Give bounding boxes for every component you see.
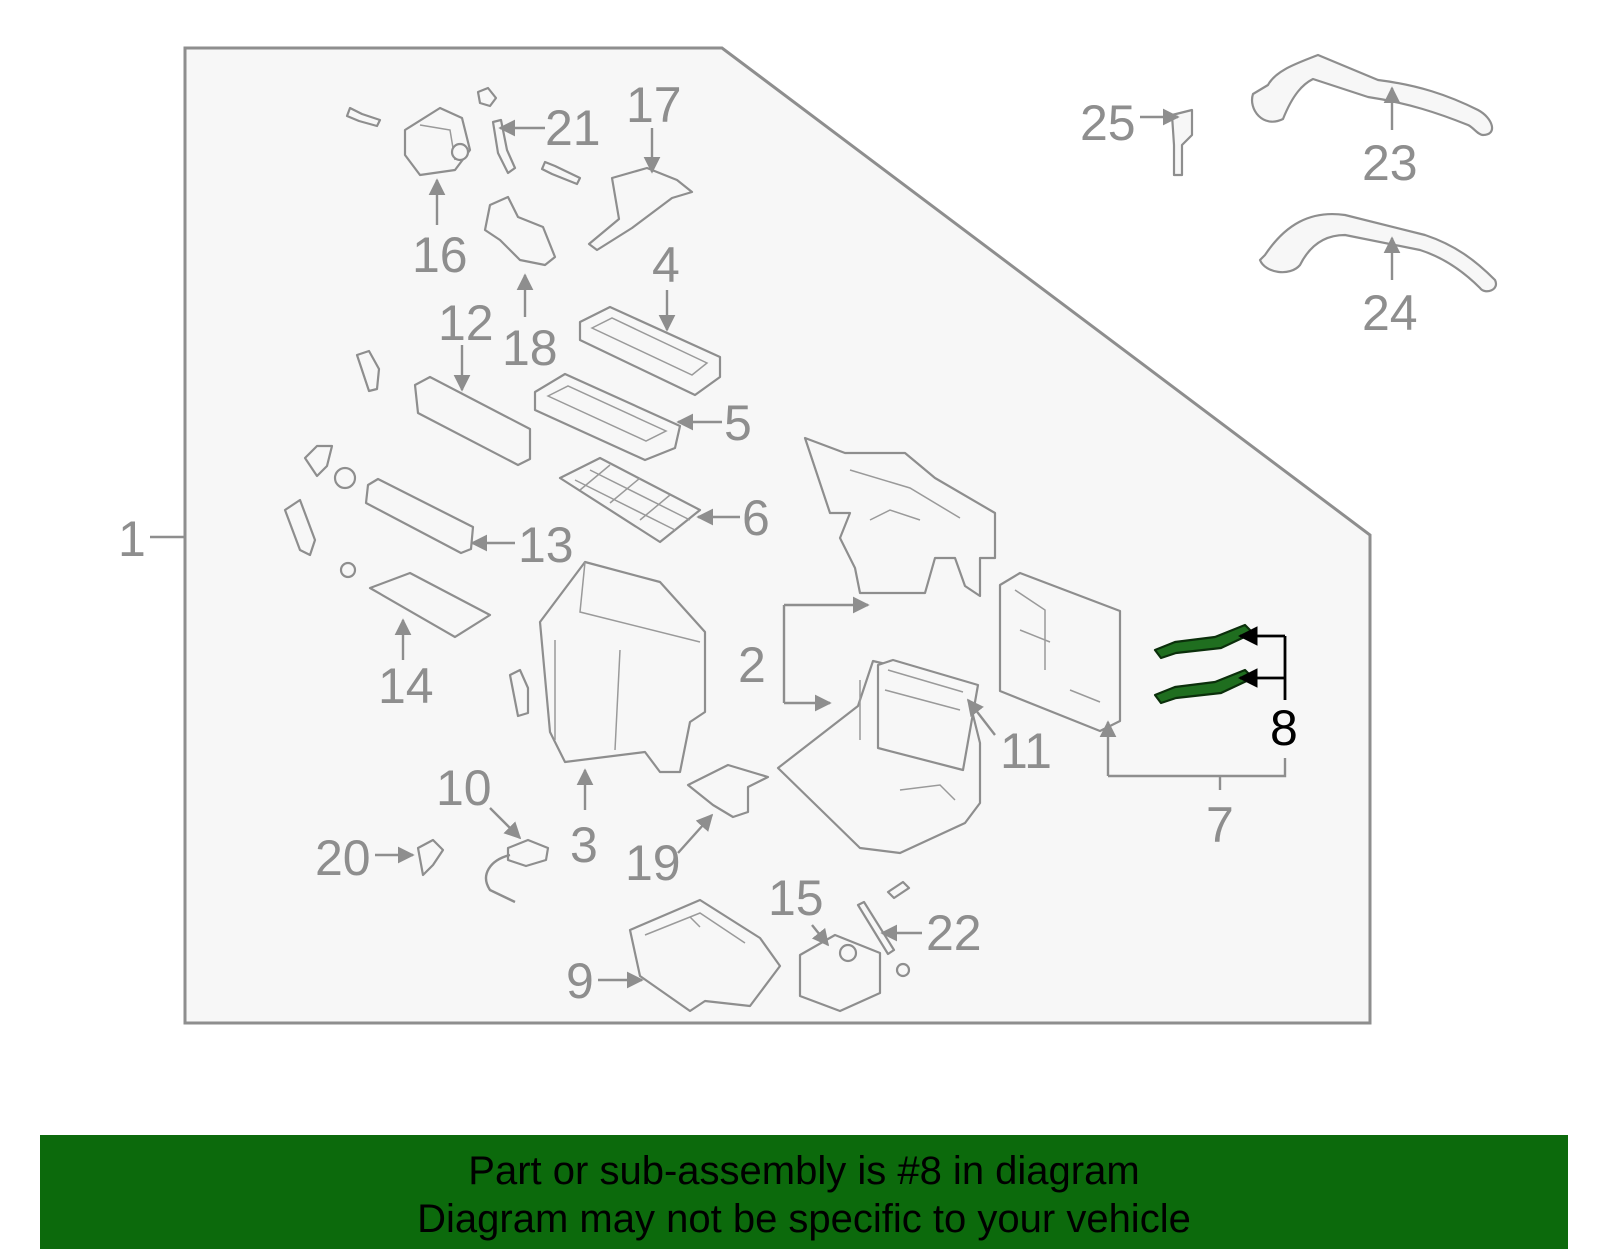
callout-18: 18	[502, 320, 558, 376]
part-11-heater-core	[876, 658, 980, 772]
callout-15: 15	[768, 870, 824, 926]
info-banner: Part or sub-assembly is #8 in diagram Di…	[40, 1135, 1568, 1249]
leader-19	[677, 813, 714, 854]
leader-2	[782, 596, 870, 712]
part-25-bracket	[1170, 108, 1194, 177]
part-23-duct	[1250, 53, 1494, 137]
callout-11: 11	[1000, 723, 1052, 779]
part-10-sensor	[484, 838, 550, 904]
callout-8: 8	[1270, 700, 1298, 756]
callout-12: 12	[438, 295, 494, 351]
leader-10	[489, 807, 522, 840]
callout-21: 21	[545, 100, 601, 156]
banner-line-2: Diagram may not be specific to your vehi…	[417, 1197, 1191, 1241]
part-9-blower	[628, 898, 782, 1013]
callout-19: 19	[625, 835, 681, 891]
part-4-seal	[578, 305, 722, 397]
callout-17: 17	[626, 77, 682, 133]
callout-23: 23	[1362, 135, 1418, 191]
banner-line-1: Part or sub-assembly is #8 in diagram	[468, 1149, 1140, 1193]
part-3-case	[508, 560, 707, 774]
callout-6: 6	[742, 490, 770, 546]
part-17-bracket	[587, 166, 694, 252]
part-24-duct	[1258, 213, 1498, 293]
leader-15	[811, 924, 830, 947]
part-12-door	[355, 349, 532, 467]
callout-22: 22	[926, 905, 982, 961]
callout-5: 5	[724, 395, 752, 451]
callout-20: 20	[315, 830, 371, 886]
callout-1: 1	[118, 511, 146, 567]
leader-7	[1099, 720, 1287, 790]
callout-14: 14	[378, 658, 434, 714]
callout-24: 24	[1362, 285, 1418, 341]
part-18-bracket	[483, 195, 557, 267]
part-5-seal	[533, 372, 682, 462]
callout-10: 10	[436, 760, 492, 816]
part-15-module	[798, 933, 882, 1013]
leader-11	[966, 698, 996, 736]
callout-4: 4	[652, 237, 680, 293]
callout-3: 3	[570, 817, 598, 873]
callout-13: 13	[518, 517, 574, 573]
part-16-actuator	[345, 86, 582, 186]
part-19-bracket	[686, 763, 770, 819]
part-2-upper-housing	[803, 436, 997, 598]
callout-2: 2	[738, 637, 766, 693]
part-14-door	[283, 498, 492, 639]
callout-9: 9	[566, 953, 594, 1009]
leader-8	[1238, 626, 1287, 700]
part-7-evaporator	[998, 571, 1122, 733]
part-20-clip	[416, 838, 445, 877]
assembly-outline	[183, 46, 1372, 1025]
callout-16: 16	[412, 227, 468, 283]
callout-7: 7	[1206, 797, 1234, 853]
callout-25: 25	[1080, 95, 1136, 151]
